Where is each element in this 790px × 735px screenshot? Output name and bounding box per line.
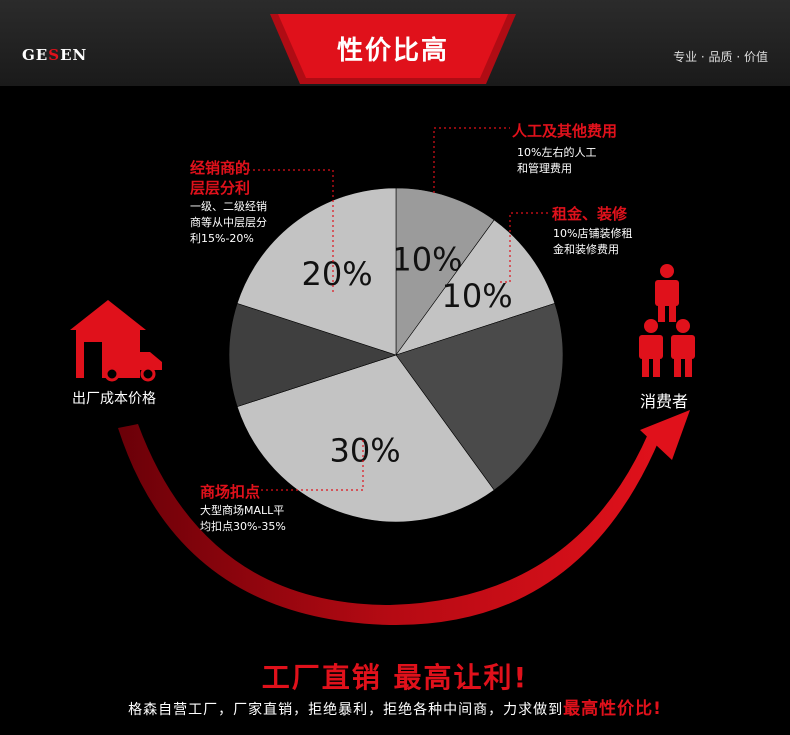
mall-cost-title: 商场扣点 bbox=[200, 483, 261, 501]
leader-lines bbox=[230, 127, 548, 491]
logo-part-2: S bbox=[48, 46, 61, 64]
pie-slice-label: 20% bbox=[302, 255, 373, 293]
dealer-cost-desc: 一级、二级经销 商等从中层层分 利15%-20% bbox=[190, 199, 267, 247]
pie-slice-label: 10% bbox=[442, 277, 513, 315]
brand-logo[interactable]: GESEN bbox=[22, 46, 87, 64]
pie-slice-label: 10% bbox=[391, 241, 462, 279]
dealer-desc-line: 利15%-20% bbox=[190, 232, 254, 245]
cost-pie-chart: 10%10% 30% 20% bbox=[228, 187, 564, 523]
pie-slice bbox=[395, 303, 564, 491]
flow-arrow-head bbox=[640, 410, 690, 460]
dealer-cost-title: 经销商的 层层分利 bbox=[190, 158, 250, 198]
mall-cost-desc: 大型商场MALL平 均扣点30%-35% bbox=[200, 503, 286, 535]
pie-slice-label: 30% bbox=[329, 431, 400, 469]
pie-slice bbox=[236, 354, 495, 523]
labor-cost-title: 人工及其他费用 bbox=[512, 122, 618, 140]
factory-label: 出厂成本价格 bbox=[72, 391, 156, 407]
rent-cost-desc: 10%店铺装修租 金和装修费用 bbox=[553, 226, 632, 258]
pie-slice bbox=[395, 187, 495, 356]
logo-part-3: EN bbox=[60, 46, 88, 64]
pie-slice bbox=[228, 303, 397, 407]
dealer-desc-line: 商等从中层层分 bbox=[190, 216, 267, 229]
rent-desc-line: 金和装修费用 bbox=[553, 243, 619, 256]
consumer-label: 消费者 bbox=[640, 392, 689, 411]
dealer-title-line: 层层分利 bbox=[190, 179, 251, 197]
pie-slice bbox=[395, 219, 556, 356]
banner-title: 性价比高 bbox=[336, 36, 449, 66]
flow-arrow bbox=[118, 424, 660, 626]
rent-cost-title: 租金、装修 bbox=[552, 205, 628, 223]
labor-cost-desc: 10%左右的人工 和管理费用 bbox=[517, 145, 596, 177]
footer-subtitle: 格森自营工厂，厂家直销，拒绝暴利，拒绝各种中间商，力求做到最高性价比! bbox=[0, 694, 790, 719]
consumer-icon bbox=[639, 264, 695, 377]
dealer-desc-line: 一级、二级经销 bbox=[190, 200, 267, 213]
factory-icon bbox=[70, 300, 162, 382]
rent-desc-line: 10%店铺装修租 bbox=[553, 227, 633, 240]
title-banner bbox=[270, 14, 516, 84]
pie-slice bbox=[236, 187, 397, 356]
dealer-title-line: 经销商的 bbox=[190, 159, 251, 177]
logo-part-1: GE bbox=[22, 46, 49, 64]
footer-subtitle-text: 格森自营工厂，厂家直销，拒绝暴利，拒绝各种中间商，力求做到 bbox=[128, 702, 564, 718]
labor-desc-line: 10%左右的人工 bbox=[517, 146, 597, 159]
footer-highlight: 最高性价比! bbox=[563, 699, 662, 719]
mall-desc-line: 均扣点30%-35% bbox=[200, 520, 286, 533]
tagline: 专业 · 品质 · 价值 bbox=[673, 50, 768, 64]
footer-title: 工厂直销 最高让利! bbox=[261, 661, 529, 694]
labor-desc-line: 和管理费用 bbox=[517, 162, 572, 175]
mall-desc-line: 大型商场MALL平 bbox=[200, 504, 285, 517]
